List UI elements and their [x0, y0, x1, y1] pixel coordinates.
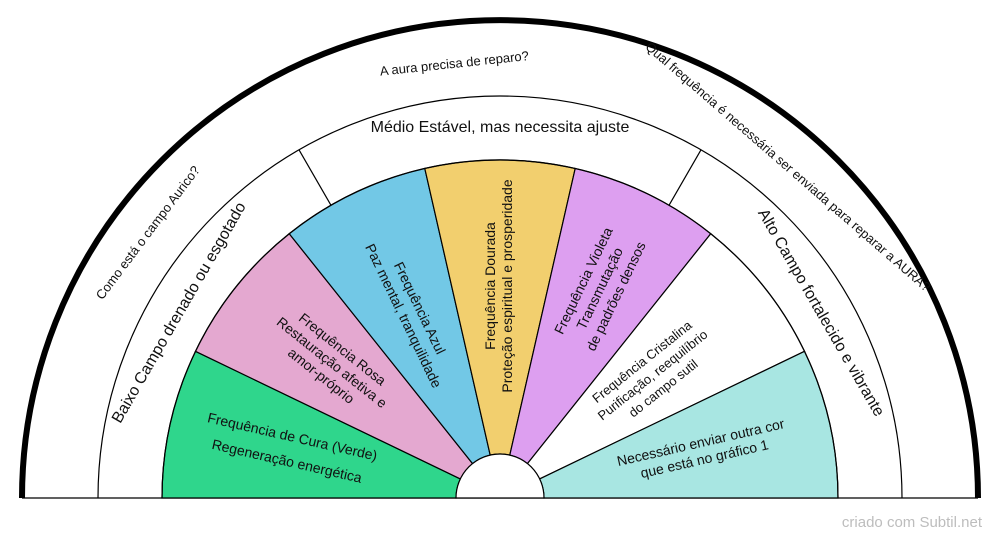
middle-ring-arc [97, 95, 903, 499]
divider-lines [19, 17, 981, 499]
middle-divider-2 [668, 149, 702, 206]
level-label-text: Médio Estável, mas necessita ajuste [371, 119, 630, 136]
outer-band [22, 20, 978, 498]
center-hub [455, 453, 545, 499]
outer-ring-arc [19, 17, 981, 499]
middle-divider-1 [298, 149, 332, 206]
sector-label-line: Frequência Dourada [482, 222, 498, 350]
inner-ring-arc [161, 159, 839, 499]
level-label-2: Médio Estável, mas necessita ajuste [371, 119, 630, 136]
footer-credit: criado com Subtil.net [841, 514, 982, 531]
sector-label-line: Proteção espiritual e prosperidade [499, 179, 515, 392]
